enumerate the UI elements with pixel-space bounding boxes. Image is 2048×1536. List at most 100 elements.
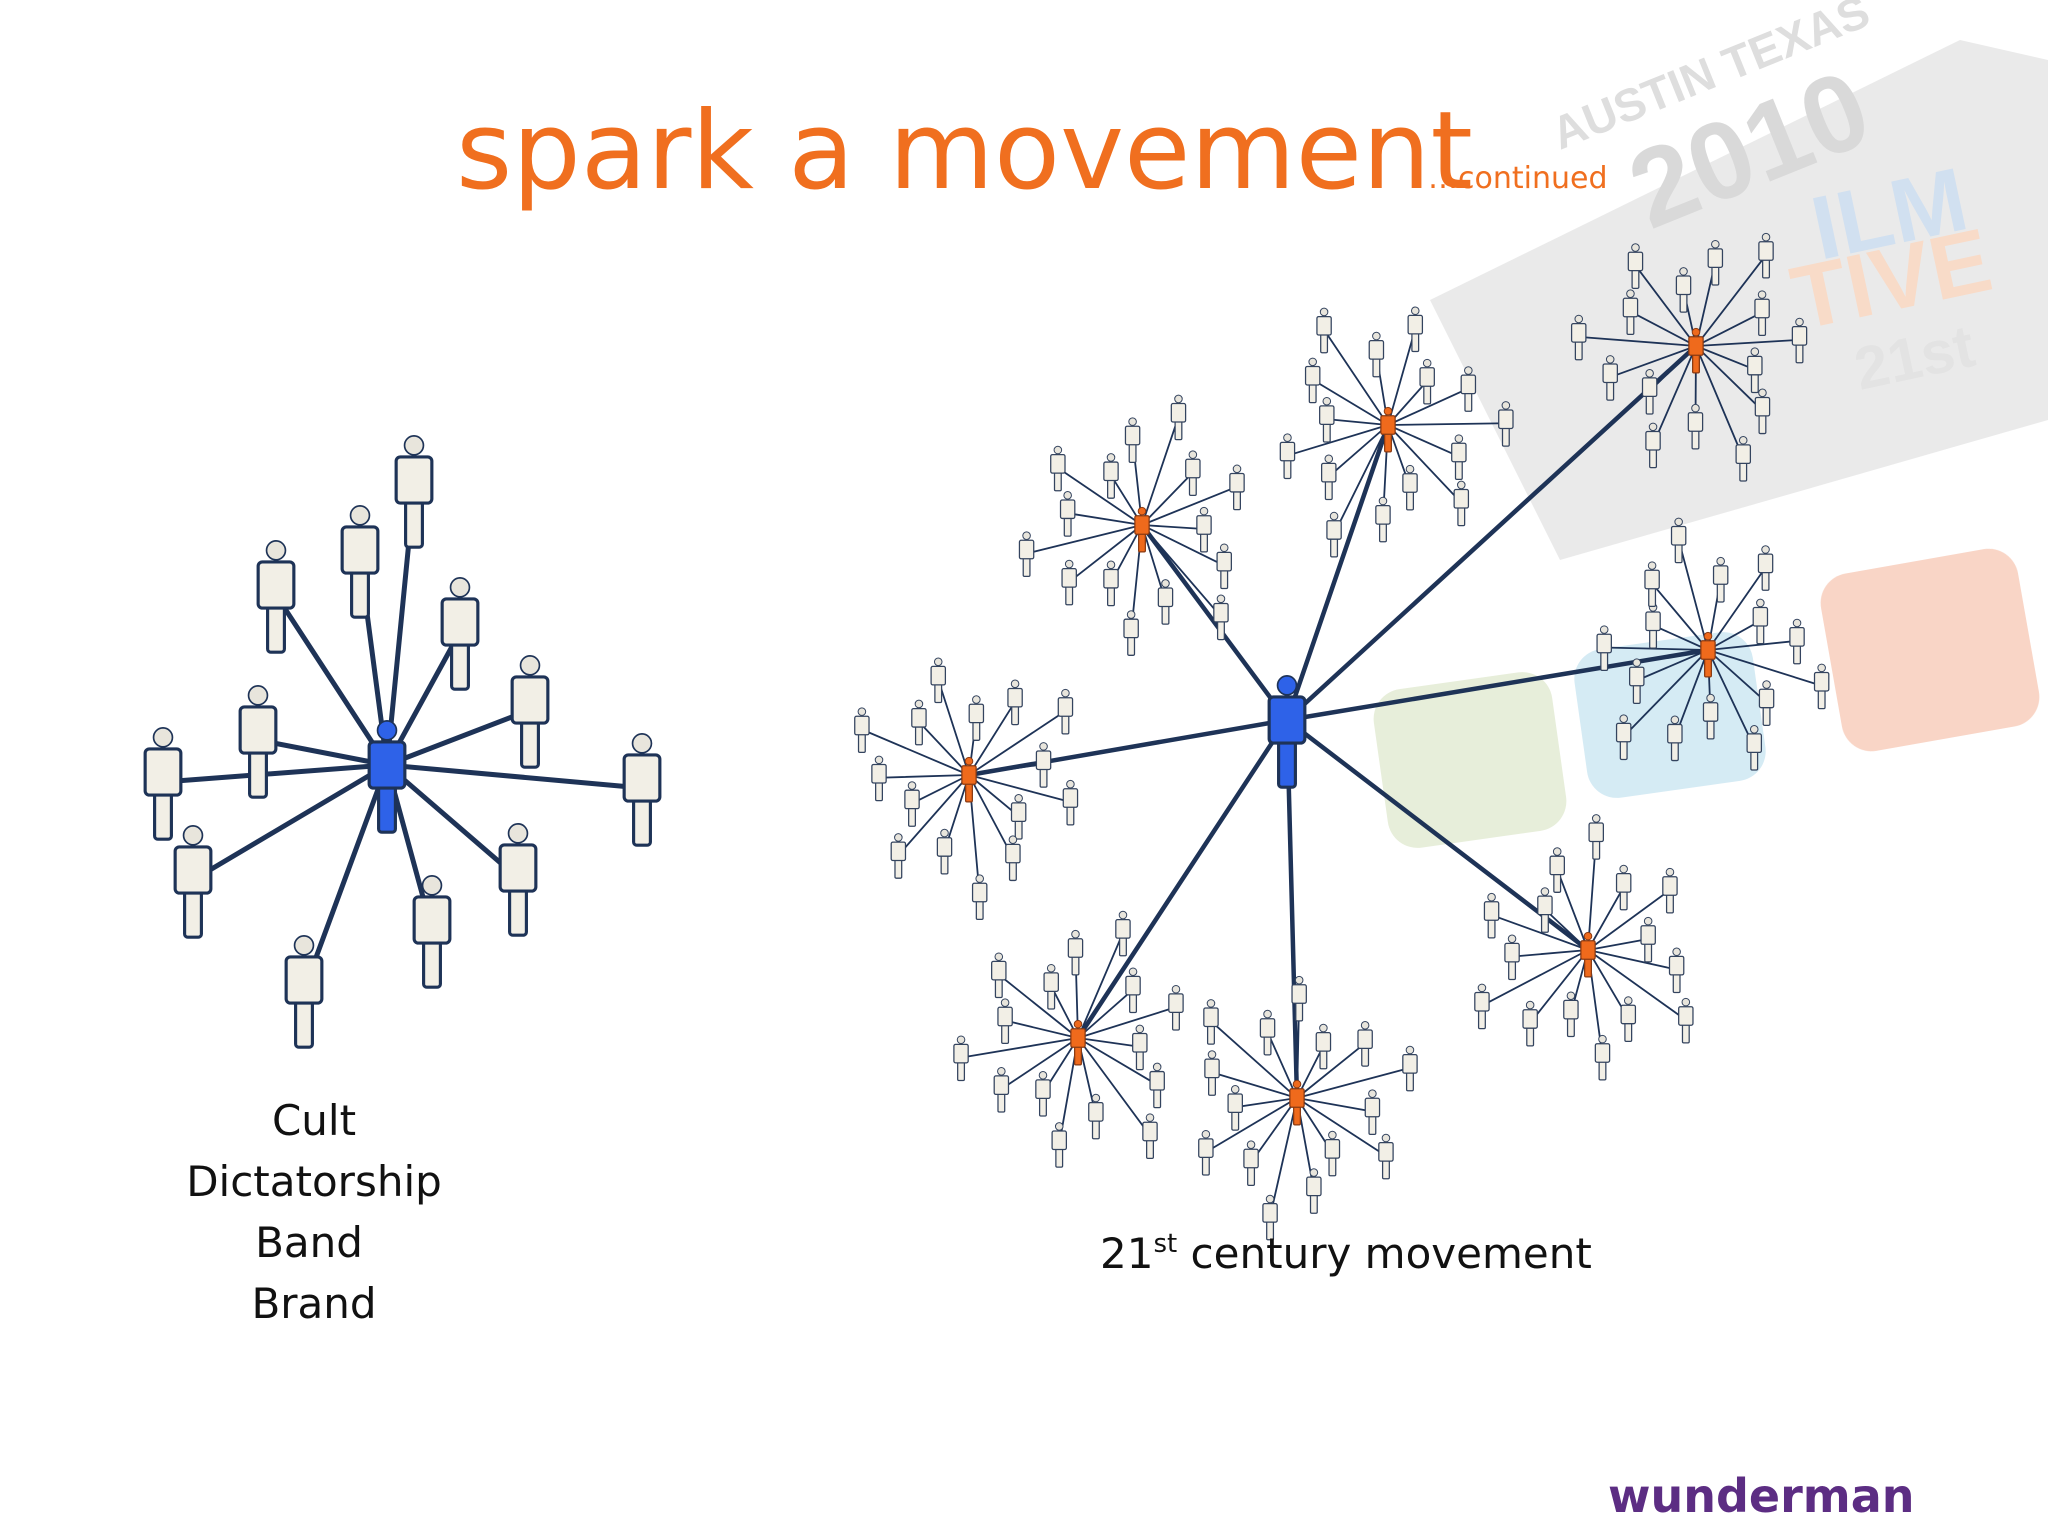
person-head: [1757, 290, 1767, 299]
person-head: [1118, 910, 1128, 920]
sub-link-line: [1695, 345, 1745, 460]
sub-link-line: [1323, 328, 1389, 426]
person-head: [1598, 1034, 1607, 1044]
person-body: [1451, 442, 1467, 463]
person-body: [1675, 275, 1692, 296]
person-body: [1615, 722, 1632, 743]
person-body: [1279, 441, 1296, 462]
person-head: [1670, 715, 1680, 725]
sub-link-line: [1707, 566, 1767, 651]
follower-icon: [1707, 239, 1724, 286]
person-head: [1319, 1023, 1328, 1033]
follower-icon: [871, 755, 887, 802]
person-head: [1137, 506, 1147, 516]
follower-icon: [1229, 464, 1245, 511]
follower-icon: [1088, 1093, 1104, 1140]
link-line: [301, 762, 390, 993]
person-head: [1199, 506, 1209, 516]
person-body: [1460, 374, 1477, 395]
person-body: [1103, 461, 1119, 482]
person-head: [975, 874, 984, 883]
person-head: [1201, 1129, 1211, 1139]
follower-icon: [1451, 434, 1467, 480]
person-head: [1792, 618, 1802, 628]
person-head: [907, 781, 917, 790]
follower-icon: [1005, 835, 1021, 882]
follower-icon: [1602, 355, 1618, 401]
follower-icon: [1596, 625, 1612, 671]
person-head: [1064, 559, 1074, 569]
follower-icon: [997, 998, 1013, 1045]
person-body: [991, 960, 1007, 981]
follower-icon: [412, 875, 452, 989]
person-body: [1602, 363, 1618, 384]
hub-icon: [1688, 327, 1704, 374]
follower-icon: [1157, 579, 1174, 625]
person-head: [1574, 314, 1584, 324]
person-head: [1691, 403, 1700, 413]
follower-icon: [238, 685, 278, 799]
follower-icon: [1758, 680, 1775, 726]
sub-link-line: [1707, 649, 1768, 704]
person-head: [376, 720, 398, 741]
person-head: [1795, 317, 1804, 327]
follower-icon: [1622, 289, 1639, 336]
person-body: [1627, 251, 1644, 272]
person-body: [1149, 1070, 1165, 1091]
person-head: [1014, 793, 1023, 803]
follower-icon: [1321, 454, 1337, 501]
sub-link-line: [1296, 1042, 1367, 1099]
caption-line-dictatorship: Dictatorship: [186, 1157, 442, 1206]
person-head: [1645, 369, 1654, 378]
sub-link-line: [1269, 1097, 1298, 1218]
person-head: [1454, 434, 1464, 443]
person-body: [1059, 499, 1076, 520]
person-body: [854, 715, 870, 736]
follower-icon: [1216, 543, 1232, 590]
follower-icon: [1746, 725, 1763, 771]
follower-icon: [1103, 560, 1119, 607]
follower-icon: [1051, 1122, 1068, 1168]
person-body: [961, 765, 977, 785]
follower-icon: [971, 874, 988, 921]
sub-link-line: [1587, 889, 1671, 951]
person-head: [1507, 934, 1517, 944]
sub-link-line: [1204, 1097, 1298, 1154]
person-head: [972, 695, 981, 704]
person-body: [1061, 568, 1077, 588]
link-line: [1284, 343, 1699, 723]
sub-link-line: [1707, 649, 1823, 687]
person-body: [1306, 1176, 1322, 1197]
person-head: [1817, 663, 1826, 673]
person-body: [1227, 1093, 1243, 1114]
follower-icon: [256, 540, 296, 654]
person-body: [1319, 405, 1335, 425]
follower-icon: [1315, 1023, 1332, 1070]
follower-icon: [1125, 967, 1141, 1014]
person-head: [1263, 1009, 1272, 1019]
follower-icon: [1324, 1130, 1341, 1177]
person-head: [1626, 289, 1635, 298]
person-body: [1702, 702, 1719, 722]
follower-icon: [1357, 1021, 1373, 1067]
person-body: [498, 843, 538, 893]
person-body: [1402, 1054, 1418, 1074]
follower-icon: [143, 727, 183, 841]
sub-link-line: [1556, 868, 1589, 951]
person-head: [1648, 422, 1658, 432]
person-body: [1321, 462, 1337, 483]
sub-network: [1198, 975, 1418, 1241]
follower-icon: [1185, 450, 1201, 497]
person-head: [874, 755, 884, 765]
sub-link-line: [1077, 932, 1124, 1039]
follower-icon: [1368, 331, 1385, 378]
sub-link-line: [1296, 1097, 1387, 1157]
person-body: [1645, 611, 1661, 632]
person-head: [1464, 366, 1473, 375]
sub-link-line: [1387, 327, 1417, 426]
person-body: [1667, 723, 1683, 744]
person-head: [1378, 496, 1388, 506]
sub-link-line: [1577, 335, 1697, 347]
person-body: [1216, 551, 1232, 572]
follower-icon: [1168, 984, 1184, 1031]
